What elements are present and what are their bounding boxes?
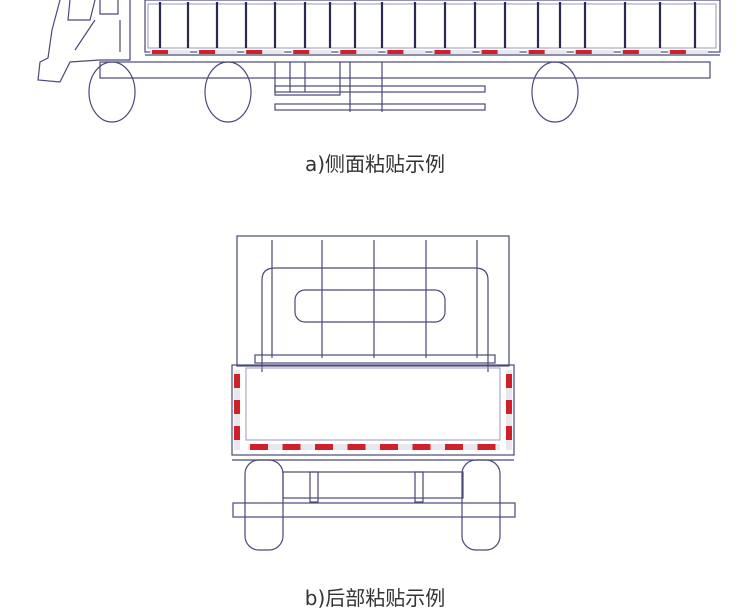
tailgate	[231, 364, 515, 456]
reflective-strip-white	[385, 50, 426, 54]
reflective-strip-red	[412, 444, 431, 450]
reflective-strip-vertical	[506, 426, 512, 440]
reflective-strip-white	[573, 50, 614, 54]
caption-side-view: a)侧面粘贴示例	[304, 152, 446, 176]
reflective-strip-red	[477, 444, 496, 450]
reflective-strip-red	[199, 50, 216, 54]
cab-window	[67, 0, 119, 21]
reflective-strip-white	[197, 50, 238, 54]
reflective-strip-red	[445, 444, 463, 450]
reflective-strip-red	[250, 444, 268, 450]
rear-wheel-left	[244, 459, 284, 551]
cargo-rack	[236, 235, 510, 367]
reflective-strip-white	[479, 50, 520, 54]
reflective-strip-red	[293, 50, 310, 54]
reflective-strip-red	[481, 50, 498, 54]
rear-bumper	[232, 502, 516, 518]
reflective-strip-white	[432, 50, 473, 54]
side-view-truck	[37, 0, 721, 123]
cab-outline	[37, 0, 131, 83]
reflective-strip-red	[282, 444, 301, 450]
reflective-strip-red	[434, 50, 451, 54]
reflective-strip-red	[622, 50, 639, 54]
reflective-strip-red	[387, 50, 404, 54]
reflective-strip-white	[244, 50, 285, 54]
reflective-strip-white	[620, 50, 661, 54]
cargo-box	[144, 0, 721, 53]
reflective-strip-white	[338, 50, 379, 54]
reflective-strip-white	[526, 50, 567, 54]
reflective-strip-red	[380, 444, 398, 450]
reflective-strip-vertical	[234, 374, 240, 388]
rear-view-truck	[231, 235, 516, 551]
wheel-rear	[531, 61, 579, 123]
chassis-frame	[99, 61, 711, 79]
reflective-strip-vertical	[234, 426, 240, 440]
reflective-strip-red	[528, 50, 545, 54]
reflective-strip-vertical	[234, 400, 240, 414]
reflective-strip-vertical	[506, 374, 512, 388]
reflective-strip-white	[667, 50, 708, 54]
wheel-middle	[204, 61, 252, 123]
reflective-strip-vertical	[506, 400, 512, 414]
reflective-strip-white	[291, 50, 332, 54]
caption-rear-view: b)后部粘贴示例	[304, 586, 446, 610]
reflective-strip-red	[347, 444, 366, 450]
rear-axle	[282, 471, 464, 499]
reflective-strip-red	[246, 50, 263, 54]
reflective-strip-red	[575, 50, 592, 54]
rear-window	[294, 289, 446, 323]
wheel-front	[88, 61, 136, 123]
reflective-strip-red	[315, 444, 333, 450]
rear-wheel-right	[461, 459, 501, 551]
reflective-strip-red	[152, 50, 168, 54]
reflective-strip-red	[669, 50, 686, 54]
reflective-strip-white	[150, 50, 190, 54]
reflective-strip-red	[340, 50, 357, 54]
